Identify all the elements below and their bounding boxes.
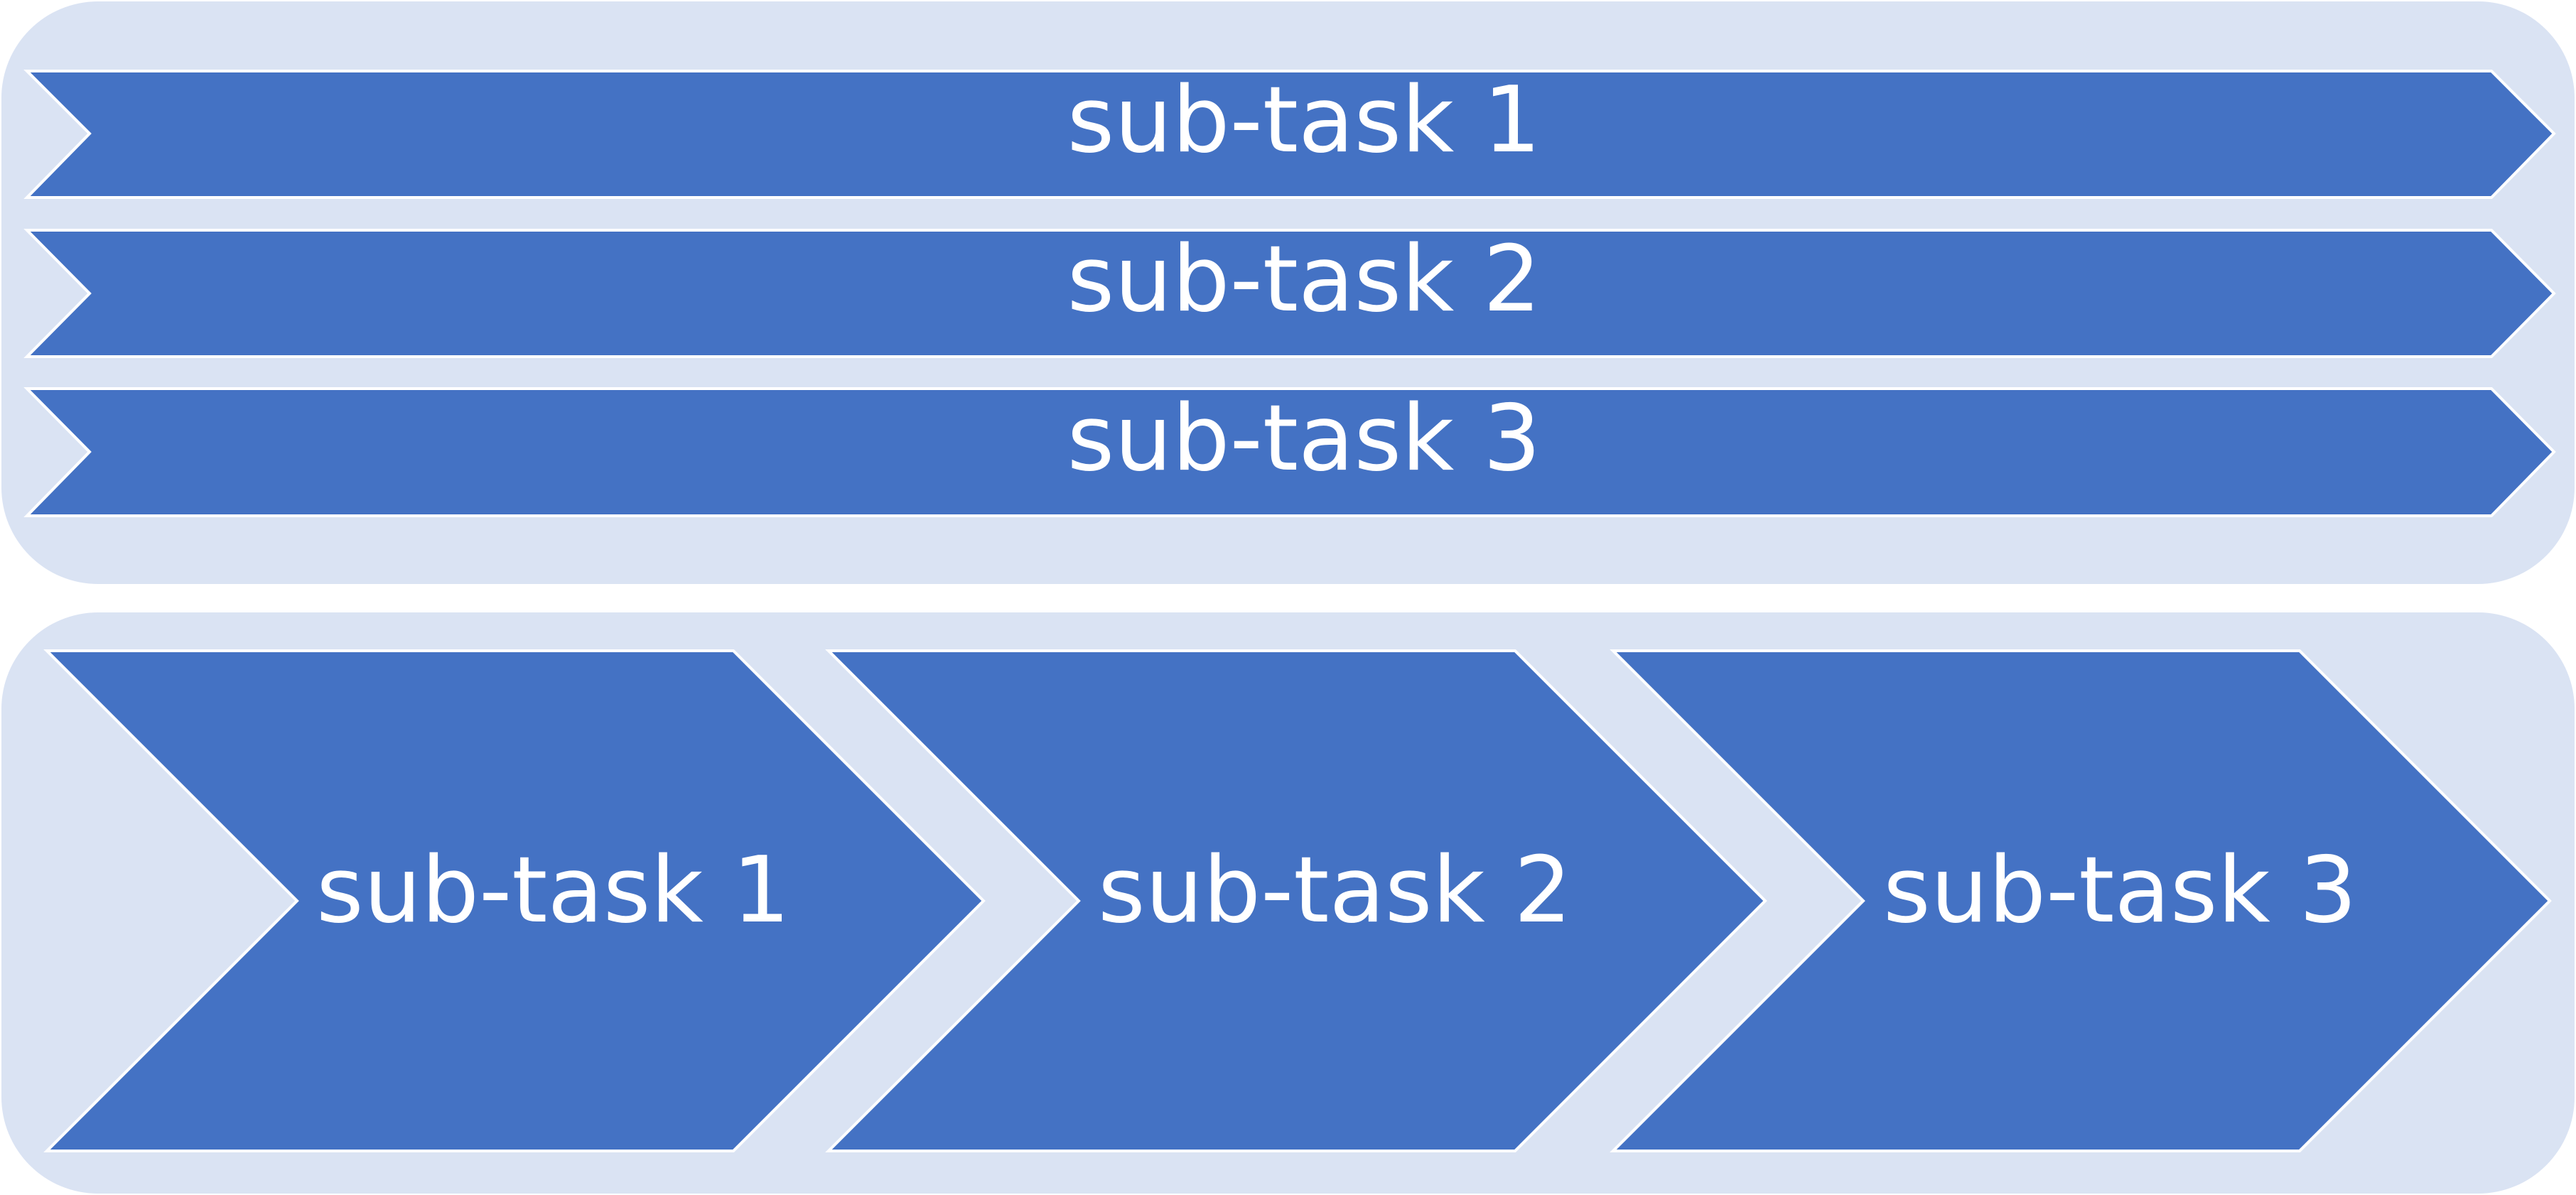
pipeline-step-3-label: sub-task 3 [1883, 838, 2357, 943]
pipeline-step-1-label: sub-task 1 [316, 838, 790, 943]
pipeline-step-2-chevron [825, 649, 1767, 1152]
sequential-step-3: sub-task 3 [23, 386, 2556, 517]
sequential-step-2: sub-task 2 [23, 227, 2556, 358]
sequential-step-1: sub-task 1 [23, 67, 2556, 199]
pipeline-step-3: sub-task 3 [1610, 649, 2552, 1152]
pipeline-step-1-chevron [43, 649, 986, 1152]
sequential-step-1-label: sub-task 1 [1067, 67, 1541, 173]
pipeline-step-2: sub-task 2 [825, 649, 1767, 1152]
sequential-step-3-label: sub-task 3 [1067, 386, 1541, 492]
sequential-step-2-label: sub-task 2 [1067, 227, 1541, 332]
pipeline-step-1: sub-task 1 [43, 649, 986, 1152]
sequential-step-1-arrow [23, 70, 2556, 199]
sequential-step-3-arrow [23, 387, 2556, 517]
pipeline-step-2-label: sub-task 2 [1098, 838, 1572, 943]
sequential-step-2-arrow [23, 229, 2556, 358]
pipeline-step-3-chevron [1610, 649, 2552, 1152]
